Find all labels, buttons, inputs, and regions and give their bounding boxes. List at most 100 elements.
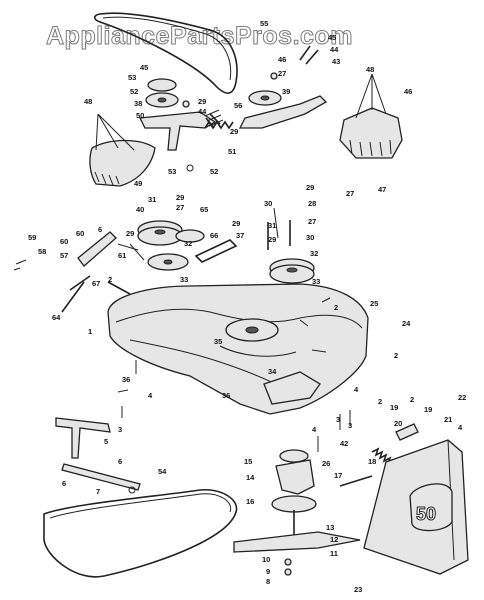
mower-deck — [107, 283, 369, 415]
bracket-60 — [77, 231, 117, 267]
callout-58: 58 — [38, 247, 46, 256]
idler-bracket — [138, 111, 217, 151]
callout-19-right: 19 — [424, 405, 432, 414]
callout-64: 64 — [52, 313, 61, 322]
callout-44: 44 — [330, 45, 339, 54]
callout-32-right: 32 — [310, 249, 318, 258]
watermark-text: AppliancePartsPros.com — [46, 22, 353, 50]
spindle-housing — [275, 459, 315, 495]
callout-11: 11 — [330, 549, 338, 558]
callout-14: 14 — [246, 473, 255, 482]
callout-19: 19 — [390, 403, 398, 412]
callout-44-mid: 44 — [198, 107, 207, 116]
callout-2-right2: 2 — [394, 351, 398, 360]
callout-17: 17 — [334, 471, 342, 480]
callout-65: 65 — [200, 205, 208, 214]
callout-46-right: 46 — [404, 87, 412, 96]
callout-29-mid: 29 — [198, 97, 206, 106]
callout-33-left: 33 — [180, 275, 188, 284]
callout-4-right: 4 — [354, 385, 359, 394]
spring-56 — [204, 120, 234, 130]
callout-45-left: 45 — [140, 63, 148, 72]
callout-13: 13 — [326, 523, 334, 532]
callout-29-right: 29 — [306, 183, 314, 192]
callout-36-left: 36 — [122, 375, 130, 384]
callout-29-arm: 29 — [232, 219, 240, 228]
callout-18: 18 — [368, 457, 376, 466]
callout-55: 55 — [260, 19, 268, 28]
lower-drive-belt — [43, 489, 238, 578]
callout-27-center: 27 — [176, 203, 184, 212]
callout-52-lower: 52 — [210, 167, 218, 176]
callout-5: 5 — [104, 437, 108, 446]
callout-35: 35 — [214, 337, 222, 346]
callout-54: 54 — [158, 467, 167, 476]
callout-29: 29 — [230, 127, 238, 136]
callout-28: 28 — [308, 199, 316, 208]
callout-31-center: 31 — [148, 195, 156, 204]
callout-59: 59 — [28, 233, 36, 242]
callout-30-top: 30 — [264, 199, 272, 208]
callout-25: 25 — [370, 299, 378, 308]
callout-51: 51 — [228, 147, 236, 156]
callout-53: 53 — [128, 73, 136, 82]
callout-27: 27 — [278, 69, 286, 78]
callout-67: 67 — [92, 279, 100, 288]
callout-29-center: 29 — [176, 193, 184, 202]
callout-4-left: 4 — [148, 391, 153, 400]
idler-pulley-upper — [147, 78, 177, 92]
upper-right-bracket — [238, 95, 328, 129]
deck-bracket — [263, 371, 321, 405]
callout-6-lower: 6 — [62, 479, 66, 488]
callout-33-right: 33 — [312, 277, 320, 286]
callout-2-r3: 2 — [378, 397, 382, 406]
callout-39: 39 — [282, 87, 290, 96]
callout-36: 36 — [222, 391, 230, 400]
callout-48-left: 48 — [84, 97, 92, 106]
callout-32: 32 — [184, 239, 192, 248]
callout-23: 23 — [354, 585, 362, 594]
callout-48-right: 48 — [366, 65, 374, 74]
rod-7 — [61, 463, 141, 491]
callout-42: 42 — [340, 439, 348, 448]
callout-37: 37 — [236, 231, 244, 240]
callout-3-left: 3 — [118, 425, 122, 434]
callout-6: 6 — [118, 457, 122, 466]
callout-6-top: 6 — [98, 225, 102, 234]
callout-66: 66 — [210, 231, 218, 240]
callout-46: 46 — [278, 55, 286, 64]
callout-8: 8 — [266, 577, 270, 586]
callout-50: 50 — [136, 111, 144, 120]
callout-1: 1 — [88, 327, 92, 336]
callout-2-left: 2 — [108, 275, 112, 284]
rod-18 — [339, 475, 373, 487]
callout-69: 60 — [76, 229, 84, 238]
callout-60: 60 — [60, 237, 68, 246]
callout-7: 7 — [96, 487, 100, 496]
callout-30: 30 — [306, 233, 314, 242]
callout-47: 47 — [378, 185, 386, 194]
callout-2-r4: 2 — [410, 395, 414, 404]
callout-43: 43 — [332, 57, 340, 66]
callout-52: 52 — [130, 87, 138, 96]
bracket-5 — [55, 417, 111, 459]
callout-57: 57 — [60, 251, 68, 260]
spring-20 — [371, 447, 392, 465]
callout-34: 34 — [268, 367, 277, 376]
callout-16: 16 — [246, 497, 254, 506]
upper-drive-belt — [93, 12, 238, 94]
callout-56: 56 — [234, 101, 242, 110]
callout-4-mid: 4 — [312, 425, 317, 434]
callout-24: 24 — [402, 319, 411, 328]
callout-38: 38 — [134, 99, 142, 108]
callout-29-left: 29 — [126, 229, 134, 238]
callout-27-right: 27 — [346, 189, 354, 198]
belt-guard-right — [339, 107, 403, 159]
callout-12: 12 — [330, 535, 338, 544]
callout-40: 40 — [136, 205, 144, 214]
callout-27-right2: 27 — [308, 217, 316, 226]
callout-53-lower: 53 — [168, 167, 176, 176]
belt-guard-left — [89, 139, 156, 187]
callout-9: 9 — [266, 567, 270, 576]
